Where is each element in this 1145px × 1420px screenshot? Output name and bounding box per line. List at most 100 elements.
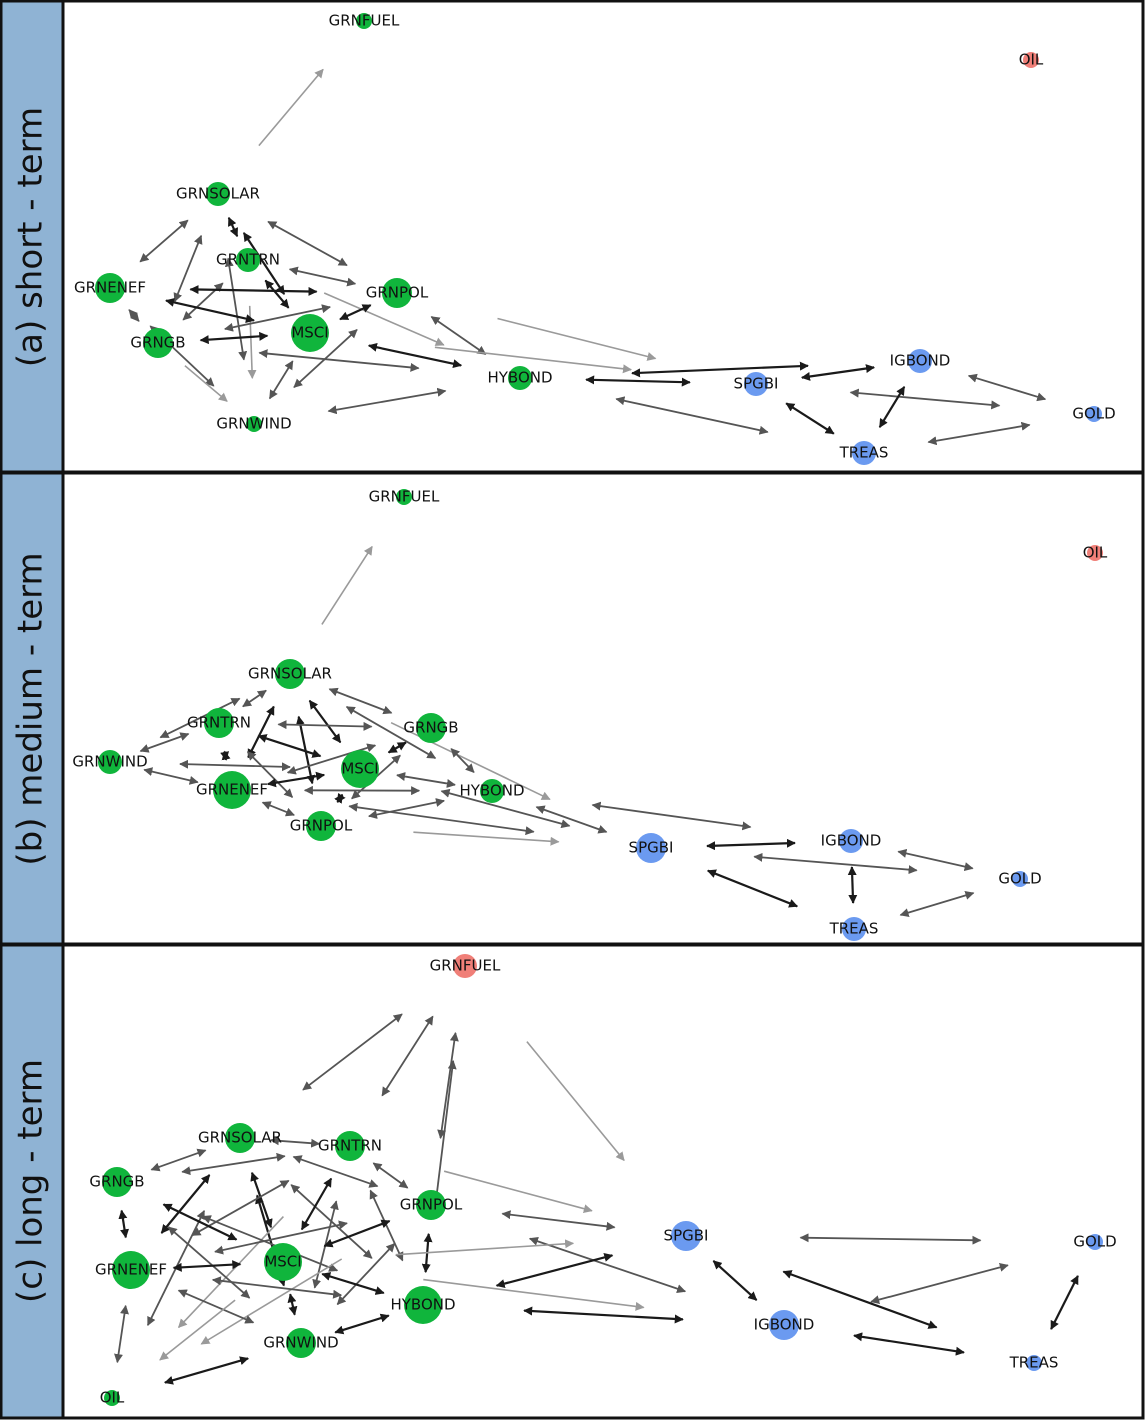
edge-grnpol-igbond <box>528 1236 687 1294</box>
edge-grnenef-grngb <box>128 309 140 322</box>
node-label: GOLD <box>998 870 1041 888</box>
node-circle <box>416 1190 446 1220</box>
node-hybond: HYBOND <box>487 366 553 390</box>
node-circle <box>95 273 125 303</box>
edge-msci-hybond <box>367 342 463 369</box>
node-grnfuel: GRNFUEL <box>369 488 440 506</box>
edge-spgbi-treas <box>706 869 799 908</box>
edge-spgbi-gold <box>799 1233 982 1245</box>
node-hybond: HYBOND <box>459 779 525 803</box>
edge-grnwind-oil <box>164 1356 249 1385</box>
edge-hybond-spgbi <box>585 375 691 387</box>
edge-hybond-treas <box>615 396 769 435</box>
edge-grnfuel-grnsolar <box>302 1013 403 1091</box>
node-label: GRNGB <box>403 719 458 737</box>
node-circle <box>1087 545 1103 561</box>
edge-grnsolar-grngb <box>150 1148 207 1172</box>
node-circle <box>508 366 532 390</box>
edge-grnsolar-grnwind <box>159 697 241 739</box>
edge-igbond-gold <box>897 848 974 872</box>
edge-grnfuel-grnpol <box>437 1032 459 1139</box>
node-label: GRNPOL <box>290 817 353 835</box>
node-msci: MSCI <box>264 1243 302 1281</box>
node-grnsolar: GRNSOLAR <box>198 1123 282 1153</box>
edge-grntrn-grngb <box>181 1152 286 1176</box>
node-label: GRNTRN <box>216 251 280 269</box>
edge-grntrn-spgbi <box>443 1170 593 1214</box>
node-grnwind: GRNWIND <box>72 750 148 774</box>
node-grnpol: GRNPOL <box>400 1190 463 1220</box>
edge-grnsolar-hybond <box>345 706 437 759</box>
edge-grnfuel-hybond <box>431 1060 457 1211</box>
node-label: OIL <box>1019 51 1044 69</box>
edge-spgbi-treas <box>785 402 835 435</box>
node-label: MSCI <box>341 760 378 778</box>
panel-sidebar <box>1 473 62 944</box>
node-grnsolar: GRNSOLAR <box>176 182 260 206</box>
node-label: GRNFUEL <box>430 957 501 975</box>
node-label: GOLD <box>1073 1233 1116 1251</box>
node-label: GRNPOL <box>400 1196 463 1214</box>
edge-igbond-treas <box>878 386 906 428</box>
node-circle <box>382 278 412 308</box>
node-circle <box>416 713 446 743</box>
node-circle <box>206 182 230 206</box>
panel-title: (c) long - term <box>11 1059 51 1303</box>
node-grntrn: GRNTRN <box>216 248 280 272</box>
panel-frame <box>0 0 1145 474</box>
node-label: TREAS <box>1009 1354 1059 1372</box>
node-circle <box>480 779 504 803</box>
edge-msci-spgbi <box>434 346 632 374</box>
node-gold: GOLD <box>1073 1233 1116 1251</box>
node-circle <box>112 1251 150 1289</box>
edge-grngb-msci <box>387 741 407 754</box>
node-circle <box>264 1243 302 1281</box>
node-treas: TREAS <box>839 441 889 465</box>
node-label: TREAS <box>829 920 879 938</box>
edge-grnfuel-grntrn <box>381 1015 434 1097</box>
edge-msci-grnenef <box>266 771 326 788</box>
edge-msci-igbond <box>423 1278 645 1311</box>
node-label: GRNSOLAR <box>176 185 260 203</box>
node-circle <box>744 372 768 396</box>
edge-grntrn-grngb <box>277 720 373 731</box>
edge-grnpol-oil <box>200 1258 343 1345</box>
edge-msci-hybond <box>321 1272 385 1295</box>
node-grnpol: GRNPOL <box>290 811 353 841</box>
edge-grnsolar-msci <box>308 699 342 744</box>
edge-grngb-grnenef <box>286 743 377 775</box>
node-label: IGBOND <box>754 1316 815 1334</box>
node-grnfuel: GRNFUEL <box>430 954 501 978</box>
edge-msci-grnwind <box>287 1293 298 1316</box>
node-circle <box>104 1390 120 1406</box>
node-circle <box>671 1221 701 1251</box>
node-circle <box>356 13 372 29</box>
node-label: GRNENEF <box>196 781 268 799</box>
node-circle <box>1012 871 1028 887</box>
node-circle <box>291 314 329 352</box>
node-msci: MSCI <box>291 314 329 352</box>
edge-grnfuel-spgbi <box>526 1041 625 1162</box>
node-circle <box>335 1131 365 1161</box>
node-treas: TREAS <box>829 917 879 941</box>
node-oil: OIL <box>1083 544 1108 562</box>
node-grnwind: GRNWIND <box>216 415 291 433</box>
node-igbond: IGBOND <box>821 829 881 853</box>
panel-sidebar <box>1 945 62 1418</box>
node-circle <box>286 1328 316 1358</box>
edge-grngb-hybond <box>258 349 420 372</box>
edge-grnsolar-grnwind <box>224 257 248 361</box>
panel-short-term: (a) short - term GRNFUELOILGRNSOLARGRNTR… <box>0 0 1145 474</box>
edge-grngb-msci <box>162 1203 238 1241</box>
edge-grnsolar-grngb <box>173 234 203 303</box>
edge-grntrn-grnenef <box>220 750 231 761</box>
node-label: GRNPOL <box>366 284 429 302</box>
node-label: TREAS <box>839 444 889 462</box>
node-circle <box>1086 406 1102 422</box>
panel-frame <box>0 943 1145 1420</box>
node-circle <box>306 811 336 841</box>
node-label: GRNFUEL <box>329 12 400 30</box>
node-grnenef: GRNENEF <box>196 771 268 809</box>
edge-grnsolar-grntrn <box>242 689 267 708</box>
